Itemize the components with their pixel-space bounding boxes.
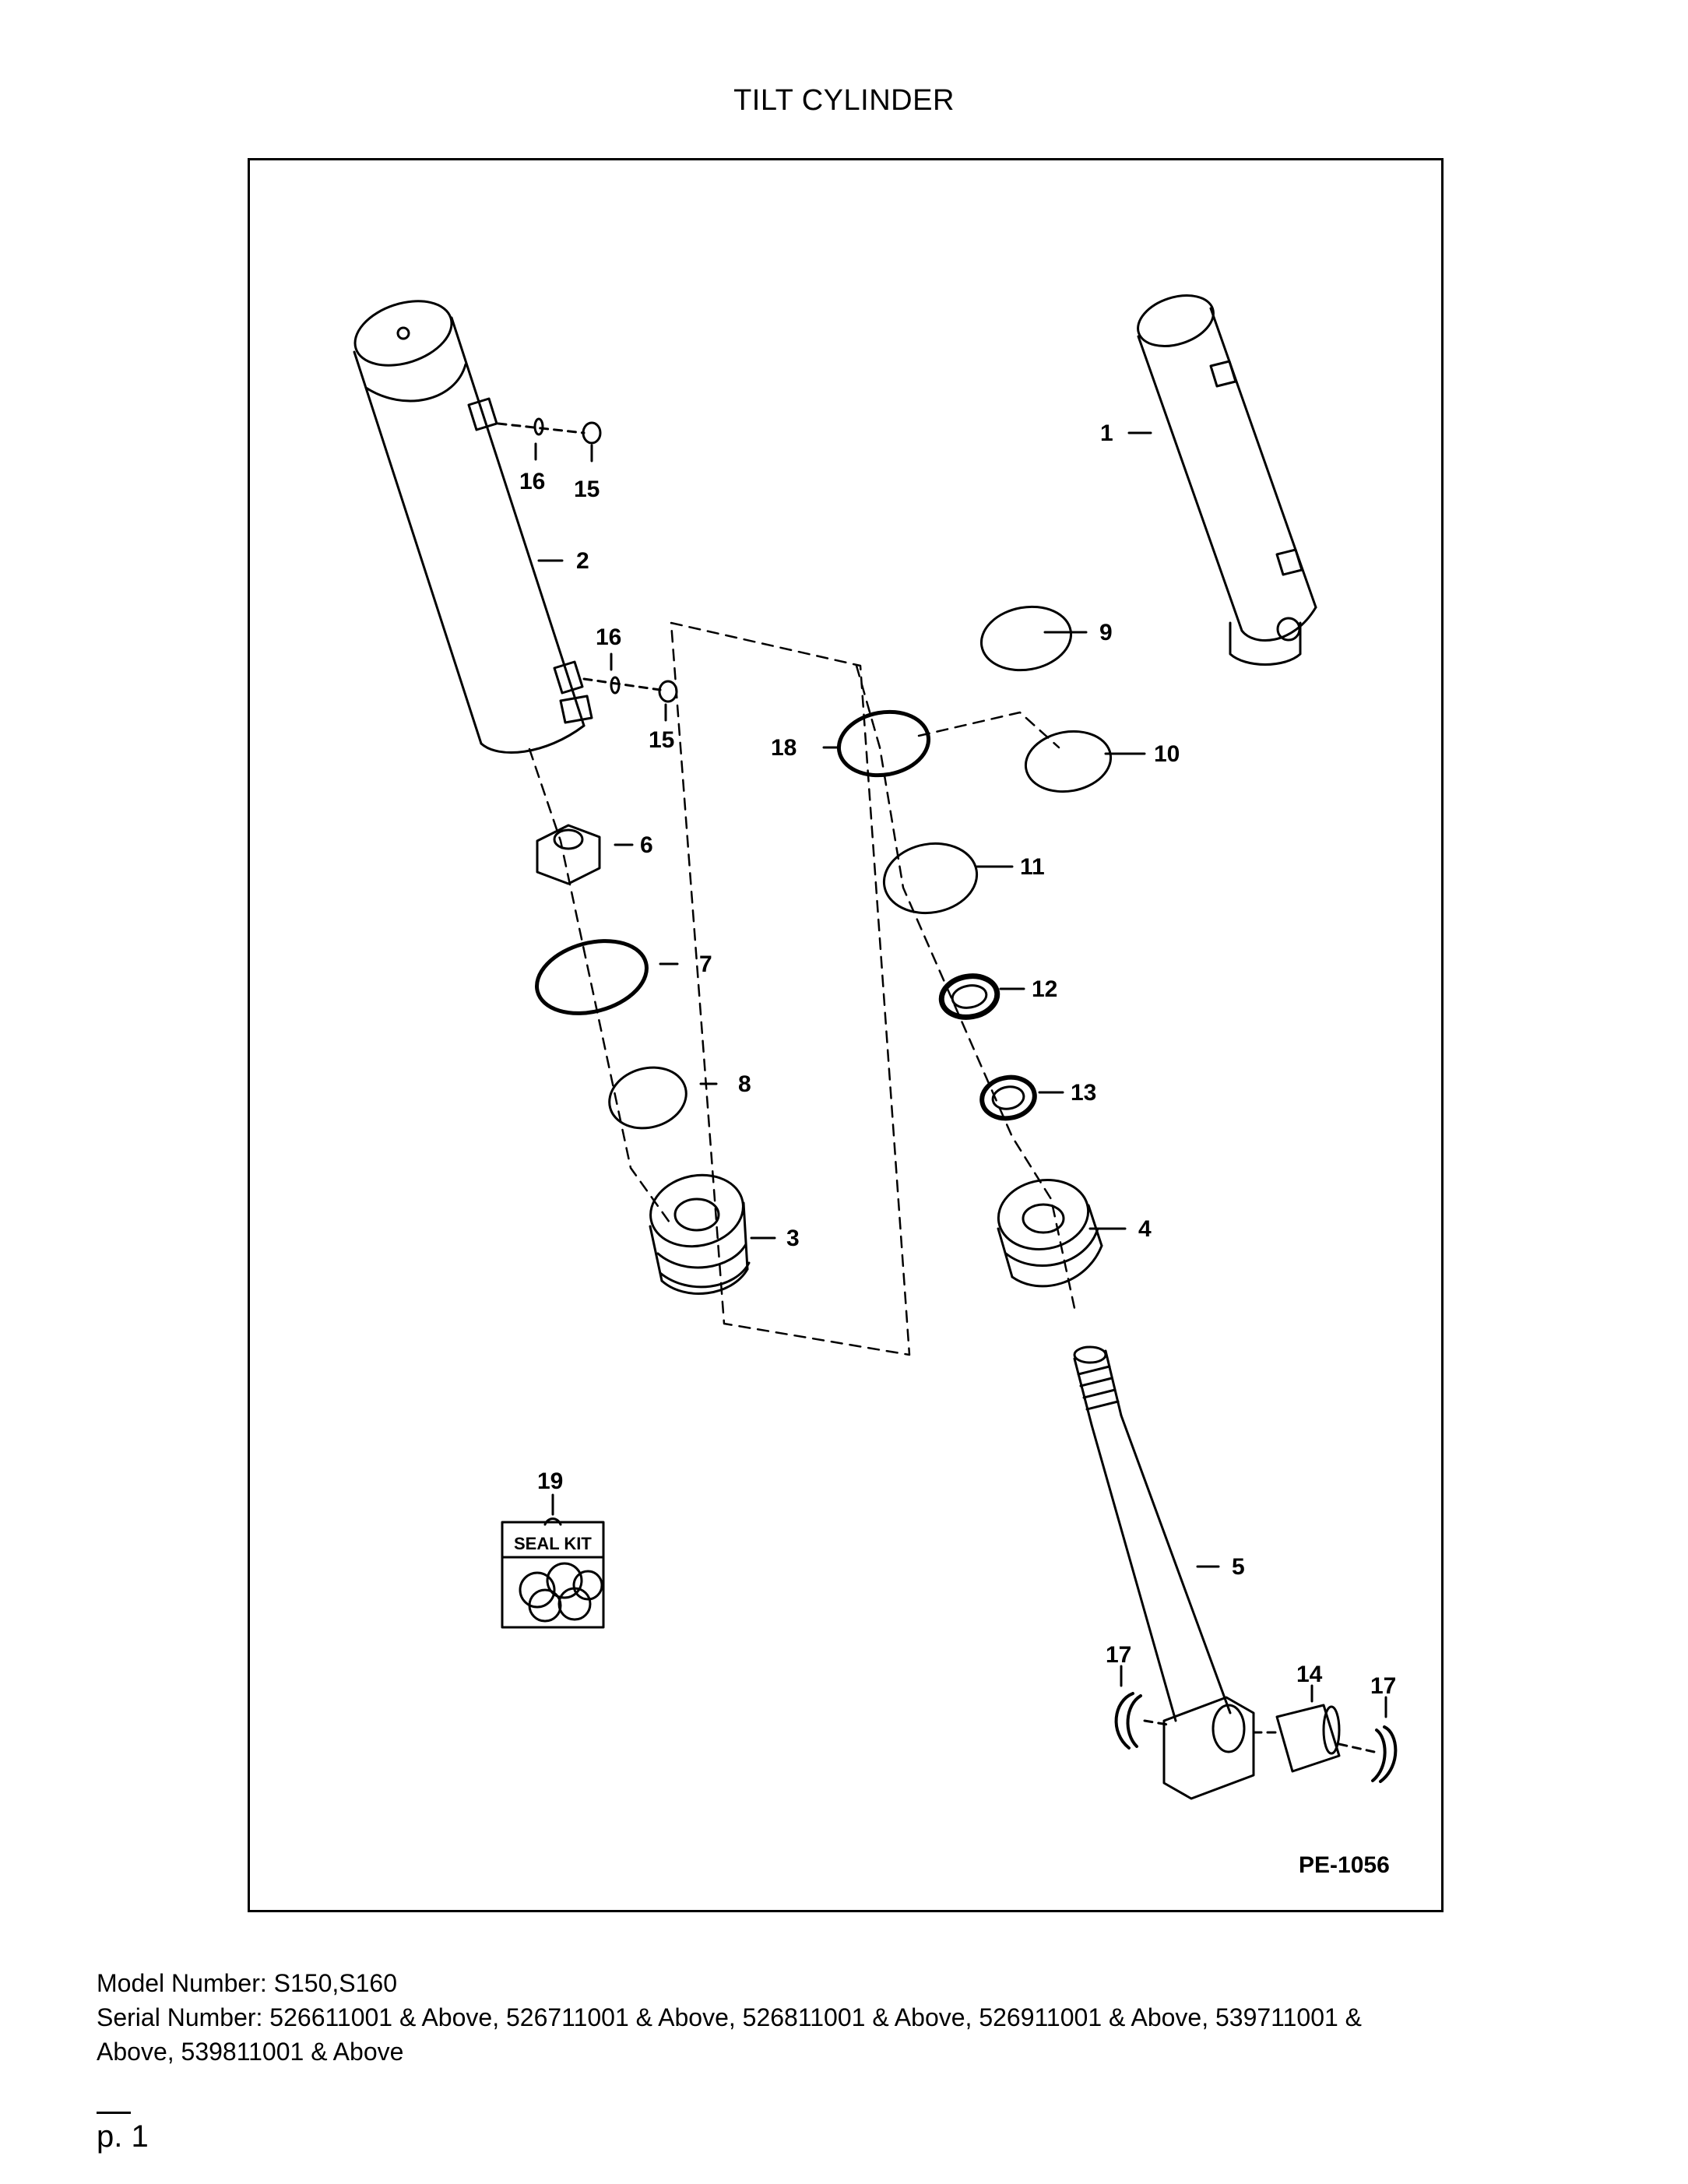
wiper-part-12 [938, 973, 1000, 1020]
callout-2: 2 [576, 548, 589, 574]
callout-13: 13 [1071, 1080, 1096, 1106]
model-number: Model Number: S150,S160 [97, 1969, 397, 1997]
callout-3: 3 [786, 1226, 800, 1251]
callout-17-left: 17 [1106, 1642, 1131, 1668]
seal-kit-label: SEAL KIT [514, 1534, 592, 1553]
footer: Model Number: S150,S160 Serial Number: 5… [97, 1966, 1576, 2069]
ring-part-18 [836, 709, 931, 778]
callout-5: 5 [1232, 1554, 1245, 1580]
diagram-frame [248, 158, 1444, 1912]
callout-14: 14 [1296, 1662, 1323, 1687]
callout-17-right: 17 [1370, 1673, 1396, 1699]
callout-16-bottom: 16 [596, 624, 621, 650]
page-rule [97, 2112, 131, 2114]
o-ring-part-8 [608, 1066, 688, 1130]
callout-4: 4 [1138, 1216, 1152, 1242]
callout-8: 8 [738, 1071, 751, 1097]
snap-ring-part-17-right [1371, 1725, 1398, 1783]
nut-part-6 [536, 824, 601, 885]
callout-15-top: 15 [574, 477, 600, 502]
plug-and-oring-15-16-top [497, 417, 602, 445]
ring-part-10 [1024, 730, 1113, 793]
callout-11: 11 [1020, 854, 1045, 880]
gland-part-4 [997, 1179, 1103, 1288]
callout-1: 1 [1100, 420, 1113, 446]
page-title: TILT CYLINDER [733, 84, 955, 117]
piston-part-3 [649, 1173, 751, 1295]
serial-number-line-1: Serial Number: 526611001 & Above, 526711… [97, 2003, 1363, 2031]
page-number: p. 1 [97, 2119, 149, 2154]
seal-part-13 [979, 1074, 1037, 1121]
ring-part-11 [882, 842, 979, 915]
seal-kit-part-19 [501, 1518, 605, 1629]
serial-number-line-2: Above, 539811001 & Above [97, 2038, 404, 2066]
bushing-part-14 [1275, 1704, 1341, 1773]
callout-18: 18 [771, 735, 797, 761]
callout-19: 19 [537, 1468, 563, 1494]
callout-7: 7 [699, 951, 712, 977]
snap-ring-part-17-left [1114, 1692, 1142, 1750]
callout-10: 10 [1154, 741, 1180, 767]
figure-code: PE-1056 [1299, 1852, 1390, 1878]
assembled-cylinder-part-1 [1137, 294, 1317, 666]
callout-6: 6 [640, 832, 653, 858]
rod-part-5 [1073, 1345, 1255, 1800]
cylinder-barrel-part-2 [353, 300, 593, 754]
callout-15-bottom: 15 [649, 727, 674, 753]
callout-12: 12 [1032, 976, 1057, 1002]
callout-16-top: 16 [519, 469, 545, 494]
seal-ring-part-7 [535, 939, 649, 1015]
ring-part-9 [979, 605, 1073, 672]
callout-9: 9 [1099, 620, 1113, 645]
plug-and-oring-15-16-bottom [582, 676, 678, 703]
